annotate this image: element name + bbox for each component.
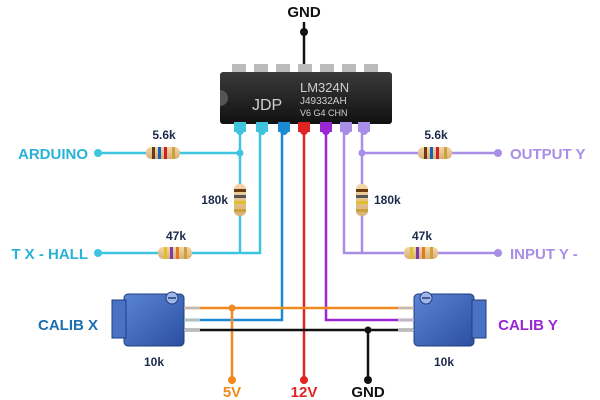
label-r-mid-right: 180k (374, 193, 401, 207)
label-calib-y: CALIB Y (498, 317, 558, 334)
cyan-junction (236, 149, 244, 157)
gnd-bottom-terminal (364, 376, 372, 384)
chip-part-number: LM324N (300, 80, 349, 95)
label-gnd-top: GND (287, 4, 321, 21)
lavender-pin-wire (342, 130, 498, 255)
label-r-bot-right: 47k (412, 229, 432, 243)
output-y-terminal (494, 149, 502, 157)
label-5v: 5V (223, 384, 241, 400)
label-12v: 12V (291, 384, 318, 400)
resistor-top-right (418, 147, 452, 159)
chip-batch: V6 G4 CHN (300, 108, 348, 118)
label-input-x-hall: T X - HALL (11, 246, 88, 263)
label-r-top-right: 5.6k (424, 128, 448, 142)
potentiometer-left (111, 291, 200, 347)
potentiometer-right (398, 291, 487, 347)
label-r-bot-left: 47k (166, 229, 186, 243)
red-12v-terminal (300, 376, 308, 384)
resistor-mid-right (356, 184, 368, 216)
chip-code: J49332AH (300, 96, 347, 107)
label-pot-right: 10k (434, 355, 454, 369)
input-x-terminal (94, 249, 102, 257)
label-calib-x: CALIB X (38, 317, 98, 334)
input-y-terminal (494, 249, 502, 257)
chip-logo: JDP (252, 97, 282, 114)
label-gnd-bottom: GND (351, 384, 385, 400)
resistor-bot-right (404, 247, 438, 259)
label-pot-left: 10k (144, 355, 164, 369)
resistor-top-left (146, 147, 180, 159)
gnd-top-junction (300, 28, 308, 36)
label-arduino: ARDUINO (18, 146, 88, 163)
arduino-terminal (94, 149, 102, 157)
cyan-pin2-wire (240, 130, 262, 255)
lm324-chip: LM324N JDP J49332AH V6 G4 CHN (220, 64, 392, 135)
orange-junction (228, 304, 236, 312)
resistor-bot-left (158, 247, 192, 259)
orange-5v-terminal (228, 376, 236, 384)
label-output-y: OUTPUT Y (510, 146, 586, 163)
black-junction (364, 326, 372, 334)
resistor-mid-left (234, 184, 246, 216)
label-input-y: INPUT Y - (510, 246, 578, 263)
label-r-top-left: 5.6k (152, 128, 176, 142)
label-r-mid-left: 180k (201, 193, 228, 207)
